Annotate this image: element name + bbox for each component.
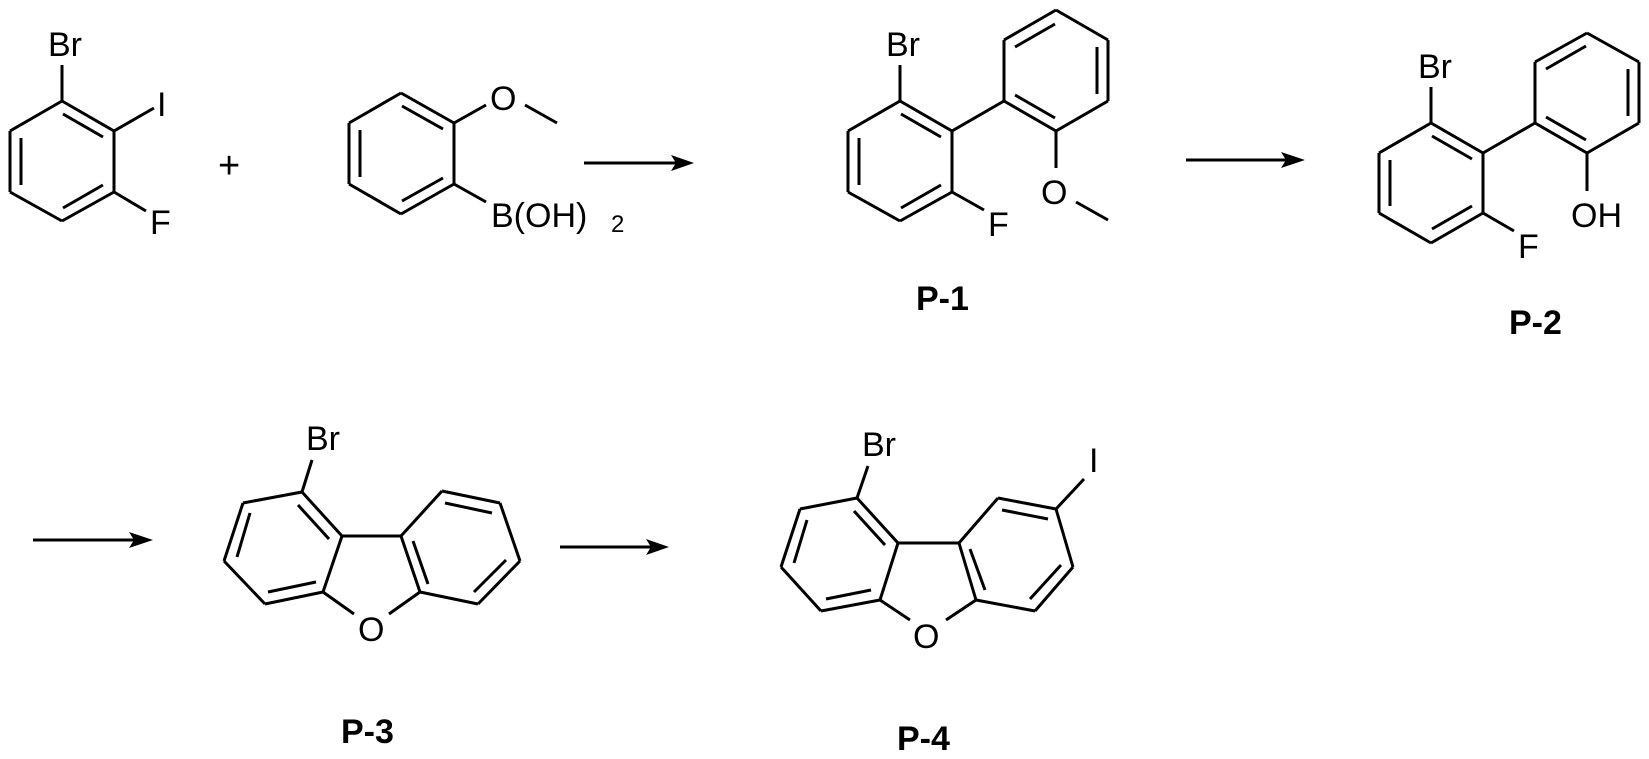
product-p4: Br I O P-4 (779, 426, 1098, 758)
reaction-arrow-4 (560, 539, 669, 555)
reaction-arrow-2 (1186, 152, 1305, 168)
p3-left-ring (222, 490, 344, 606)
p1-biaryl-bond (951, 99, 1005, 133)
p4-left-ring (779, 496, 900, 613)
starting-material-1: Br I F (8, 26, 171, 242)
p3-o-right-bond (388, 590, 421, 616)
starting-material-2: O B(OH) 2 (347, 80, 624, 238)
p4-o-left-bond (879, 598, 911, 622)
sm1-i-bond (113, 106, 155, 133)
p4-o-label: O (913, 618, 939, 656)
p2-biaryl-bond (1482, 121, 1536, 155)
p3-o-label: O (358, 611, 384, 649)
sm1-f-label: F (150, 204, 171, 242)
p3-right-ring (399, 489, 522, 606)
p4-i-label: I (1089, 442, 1098, 480)
p2-ring-a (1377, 121, 1485, 245)
sm2-o-bond (453, 103, 487, 125)
sm2-b-bond (453, 182, 487, 204)
p3-br-label: Br (306, 420, 340, 458)
sm1-br-label: Br (48, 26, 82, 64)
p2-br-label: Br (1418, 48, 1452, 86)
product-p1: Br F O P-1 (846, 8, 1110, 318)
p1-compound-label: P-1 (916, 280, 969, 318)
sm1-benzene-ring (8, 99, 116, 223)
p1-f-label: F (988, 206, 1009, 244)
p4-o-right-bond (945, 598, 977, 622)
p4-br-label: Br (862, 426, 896, 464)
p2-ring-b (1533, 31, 1641, 155)
p1-ring-a (846, 99, 954, 223)
sm2-boronic-acid-label: B(OH) (491, 197, 587, 235)
p2-f-bond (1482, 211, 1515, 233)
p4-br-bond (855, 465, 870, 499)
sm2-o-label: O (490, 80, 516, 118)
p3-o-left-bond (322, 590, 355, 616)
p2-f-label: F (1518, 228, 1539, 266)
p3-compound-label: P-3 (341, 713, 394, 751)
reaction-arrow-1 (584, 155, 694, 171)
reaction-arrow-3 (33, 532, 153, 548)
p1-ring-b (1002, 8, 1110, 133)
sm1-f-bond (113, 190, 147, 213)
p2-compound-label: P-2 (1509, 304, 1562, 342)
product-p2: Br F OH P-2 (1377, 31, 1641, 342)
p1-br-label: Br (886, 26, 920, 64)
p4-i-bond (1054, 477, 1086, 511)
plus-sign: + (218, 145, 240, 187)
p3-br-bond (300, 459, 314, 493)
p1-o-label: O (1041, 174, 1067, 212)
product-p3: Br O P-3 (222, 420, 522, 751)
sm1-i-label: I (157, 86, 166, 124)
p2-oh-label: OH (1571, 197, 1622, 235)
p4-right-ring (957, 496, 1075, 613)
p1-methyl-bond (1075, 200, 1109, 222)
sm2-methyl-bond (524, 103, 558, 125)
p1-f-bond (951, 190, 985, 212)
sm2-boronic-subscript: 2 (611, 211, 624, 238)
sm2-benzene-ring (347, 91, 456, 216)
p4-compound-label: P-4 (897, 720, 950, 758)
